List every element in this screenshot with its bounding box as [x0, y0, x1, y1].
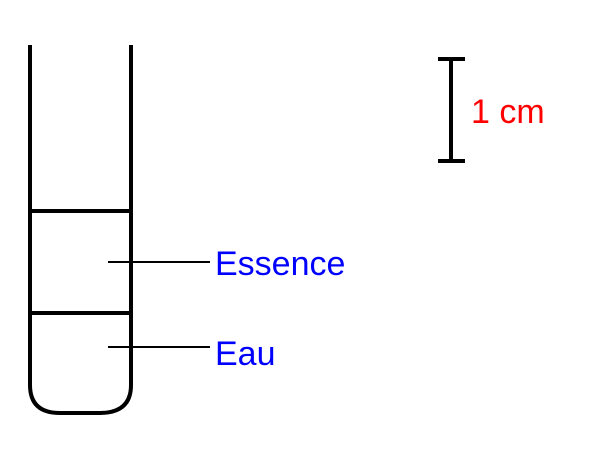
essence-label: Essence	[215, 245, 346, 283]
test-tube-outline	[28, 45, 133, 415]
eau-label: Eau	[215, 335, 276, 373]
scale-label: 1 cm	[471, 93, 545, 131]
scale-bar	[438, 57, 465, 163]
